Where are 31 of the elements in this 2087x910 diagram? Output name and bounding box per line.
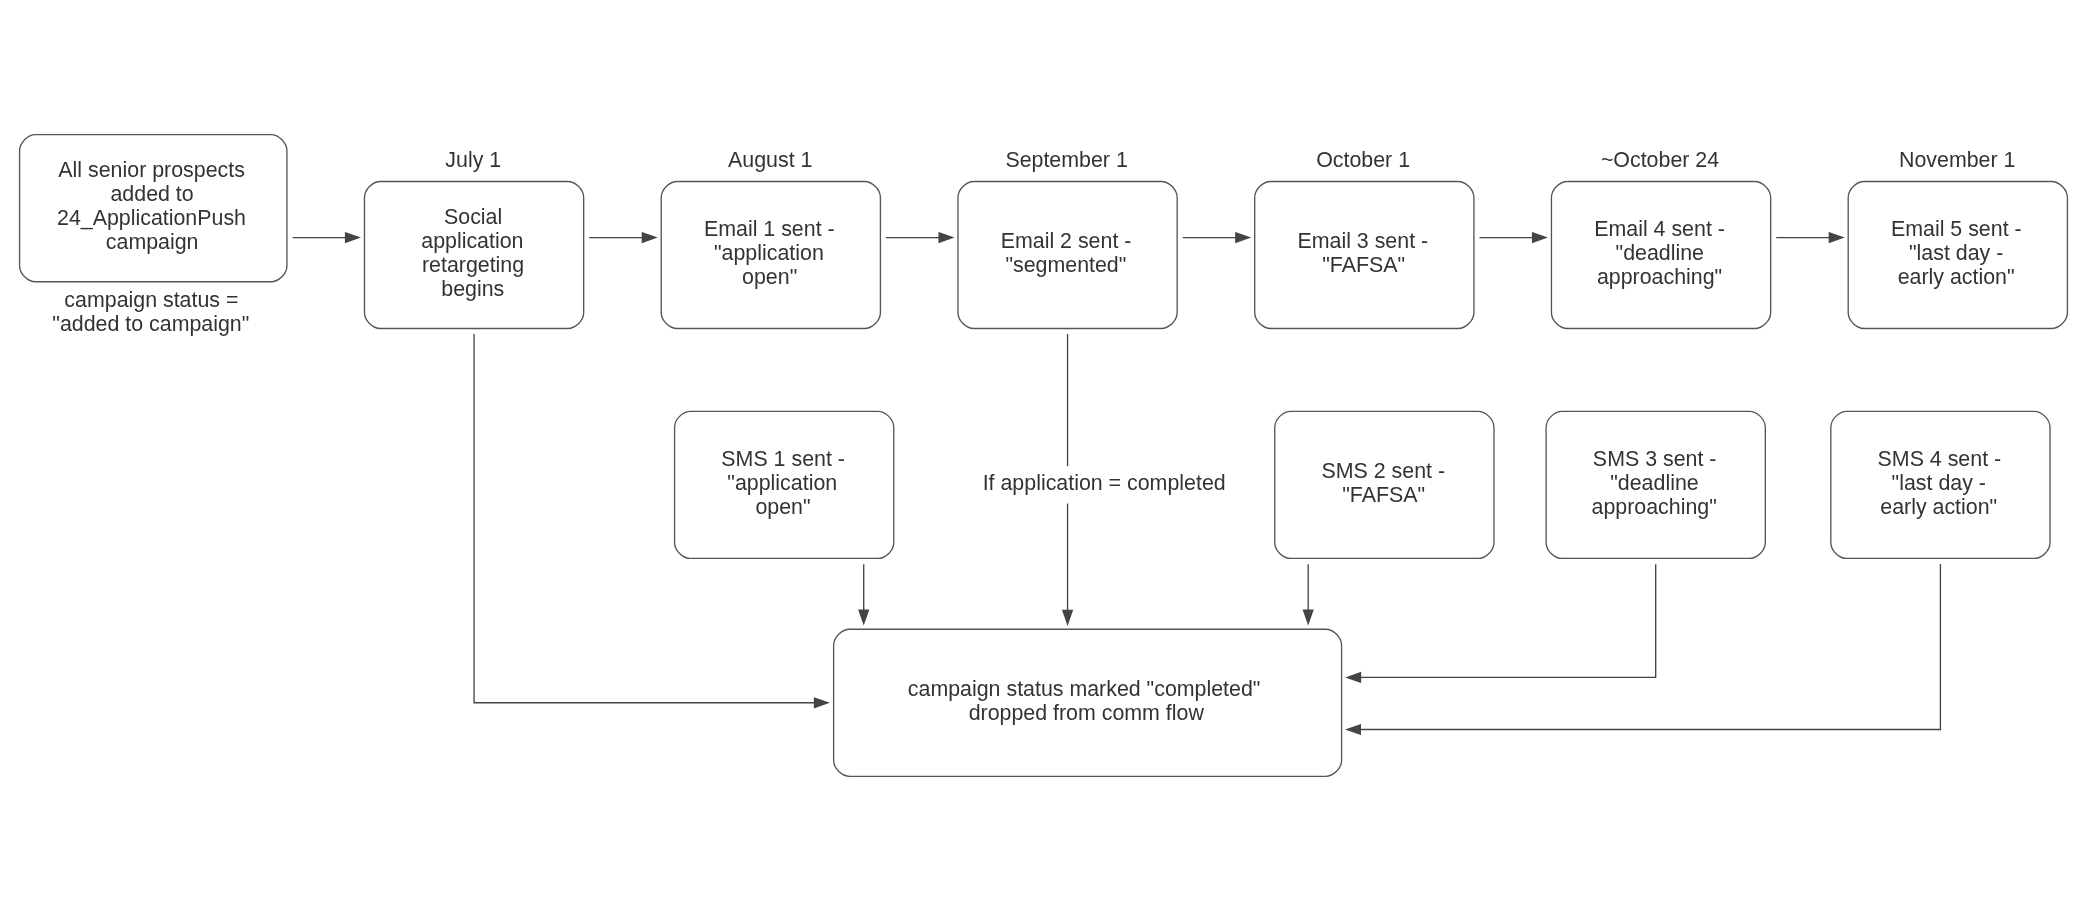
arrow: [1478, 231, 1548, 243]
node-label: campaign status = "added to campaign": [52, 287, 250, 336]
node-box: Email 2 sent - "segmented": [957, 180, 1178, 329]
arrow: [858, 563, 870, 626]
node-box: Email 4 sent - "deadline approaching": [1550, 180, 1772, 329]
node-box: Social application retargeting begins: [363, 180, 585, 329]
edge-label: If application = completed: [982, 470, 1226, 495]
node-box: campaign status marked "completed" dropped from comm flow: [832, 628, 1343, 777]
node-box: Email 3 sent - "FAFSA": [1254, 180, 1475, 329]
node-box: SMS 4 sent - "last day - early action": [1830, 410, 2051, 559]
arrow: [588, 231, 658, 243]
arrow: [1345, 563, 1657, 683]
node-box: SMS 3 sent - "deadline approaching": [1545, 410, 1766, 559]
node-box: Email 5 sent - "last day - early action": [1847, 180, 2069, 329]
node-box: All senior prospects added to 24_ApplicationPush campaign: [18, 133, 288, 282]
arrow: [885, 231, 955, 243]
node-label: August 1: [728, 147, 813, 172]
arrow: [291, 231, 361, 243]
node-label: ~October 24: [1600, 147, 1720, 172]
arrow: [1182, 231, 1252, 243]
node-box: SMS 2 sent - "FAFSA": [1274, 410, 1495, 559]
arrow: [1302, 563, 1314, 626]
arrow: [1775, 231, 1845, 243]
node-box: Email 1 sent - "application open": [660, 180, 882, 329]
node-label: July 1: [445, 147, 502, 172]
node-label: October 1: [1316, 147, 1411, 172]
arrow: [1344, 562, 1942, 735]
node-label: September 1: [1005, 147, 1128, 172]
node-box: SMS 1 sent - "application open": [673, 410, 895, 559]
node-label: November 1: [1898, 147, 2016, 172]
arrow: [473, 332, 830, 708]
